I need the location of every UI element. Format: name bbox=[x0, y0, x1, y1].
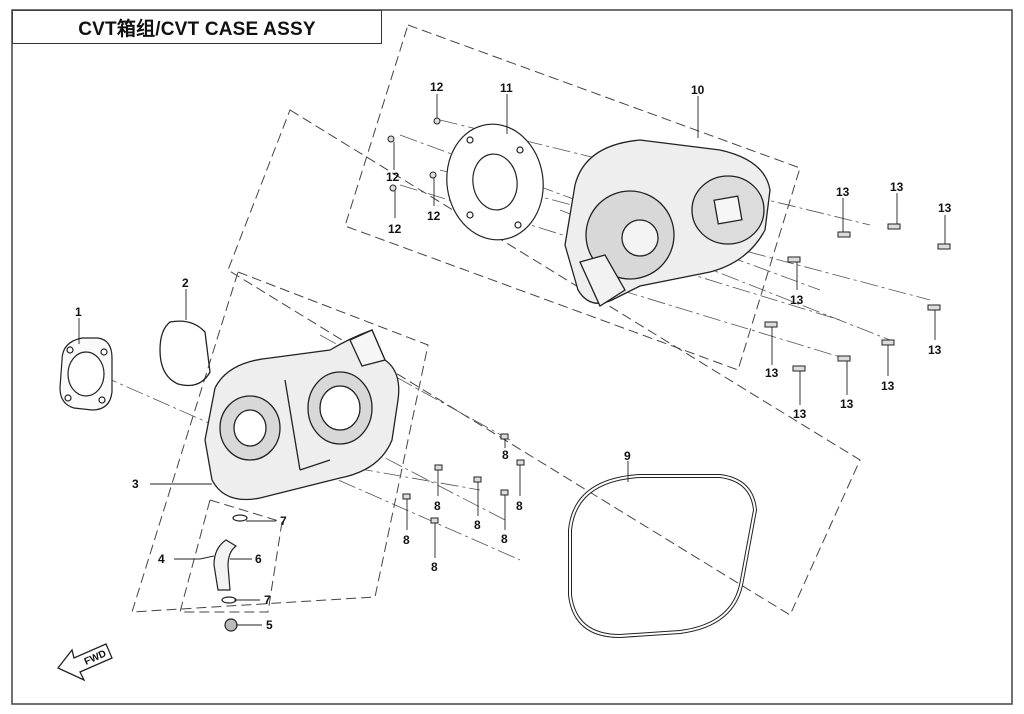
part-2-gasket bbox=[159, 320, 211, 387]
part-6-drain-hose bbox=[213, 539, 238, 591]
callout-7-upper: 7 bbox=[280, 514, 287, 528]
forward-direction-arrow: FWD bbox=[56, 643, 113, 682]
callout-8d: 8 bbox=[474, 518, 481, 532]
callout-8c: 8 bbox=[434, 499, 441, 513]
assembly-boundaries bbox=[131, 24, 861, 616]
part-7-hose-clamp-upper bbox=[232, 514, 248, 522]
callout-12a: 12 bbox=[430, 80, 444, 94]
part-8-bolts bbox=[402, 433, 525, 524]
callout-13d: 13 bbox=[790, 293, 804, 307]
diagram-title: CVT箱组/CVT CASE ASSY bbox=[78, 18, 316, 40]
part-7-hose-clamp-lower bbox=[221, 596, 237, 604]
callout-13i: 13 bbox=[793, 407, 807, 421]
callout-8e: 8 bbox=[501, 532, 508, 546]
callout-8a: 8 bbox=[502, 448, 509, 462]
outer-cover-group-boundary bbox=[344, 24, 801, 371]
part-13-bolts bbox=[764, 223, 951, 372]
part-3-inner-case bbox=[204, 329, 400, 501]
callout-10: 10 bbox=[691, 83, 705, 97]
callout-13g: 13 bbox=[881, 379, 895, 393]
callout-13b: 13 bbox=[890, 180, 904, 194]
leader-lines bbox=[78, 94, 946, 626]
callout-12c: 12 bbox=[427, 209, 441, 223]
callout-6: 6 bbox=[255, 552, 262, 566]
callout-9: 9 bbox=[624, 449, 631, 463]
callout-4: 4 bbox=[158, 552, 165, 566]
part-1-small-cover bbox=[59, 337, 113, 411]
title-box: CVT箱组/CVT CASE ASSY bbox=[12, 10, 382, 44]
callout-5: 5 bbox=[266, 618, 273, 632]
part-9-cover-gasket bbox=[568, 474, 758, 639]
callout-3: 3 bbox=[132, 477, 139, 491]
callout-13h: 13 bbox=[840, 397, 854, 411]
callout-13a: 13 bbox=[836, 185, 850, 199]
inner-case-group-boundary bbox=[131, 271, 429, 613]
callout-8b: 8 bbox=[516, 499, 523, 513]
callout-8g: 8 bbox=[431, 560, 438, 574]
page-frame bbox=[11, 9, 1013, 705]
callout-2: 2 bbox=[182, 276, 189, 290]
callout-7-lower: 7 bbox=[264, 593, 271, 607]
callout-13f: 13 bbox=[765, 366, 779, 380]
callout-13e: 13 bbox=[928, 343, 942, 357]
callout-13c: 13 bbox=[938, 201, 952, 215]
callout-12b: 12 bbox=[386, 170, 400, 184]
callout-8f: 8 bbox=[403, 533, 410, 547]
drain-hose-group-boundary bbox=[179, 499, 283, 613]
callout-12d: 12 bbox=[388, 222, 402, 236]
callout-numbers: 1 2 3 4 5 6 7 7 8 8 8 8 8 8 8 9 10 11 12… bbox=[75, 80, 952, 632]
part-5-drain-plug bbox=[224, 618, 238, 632]
part-11-seal-plate bbox=[446, 123, 544, 241]
part-10-outer-cover bbox=[564, 139, 771, 307]
callout-11: 11 bbox=[500, 81, 513, 95]
callout-1: 1 bbox=[75, 305, 82, 319]
